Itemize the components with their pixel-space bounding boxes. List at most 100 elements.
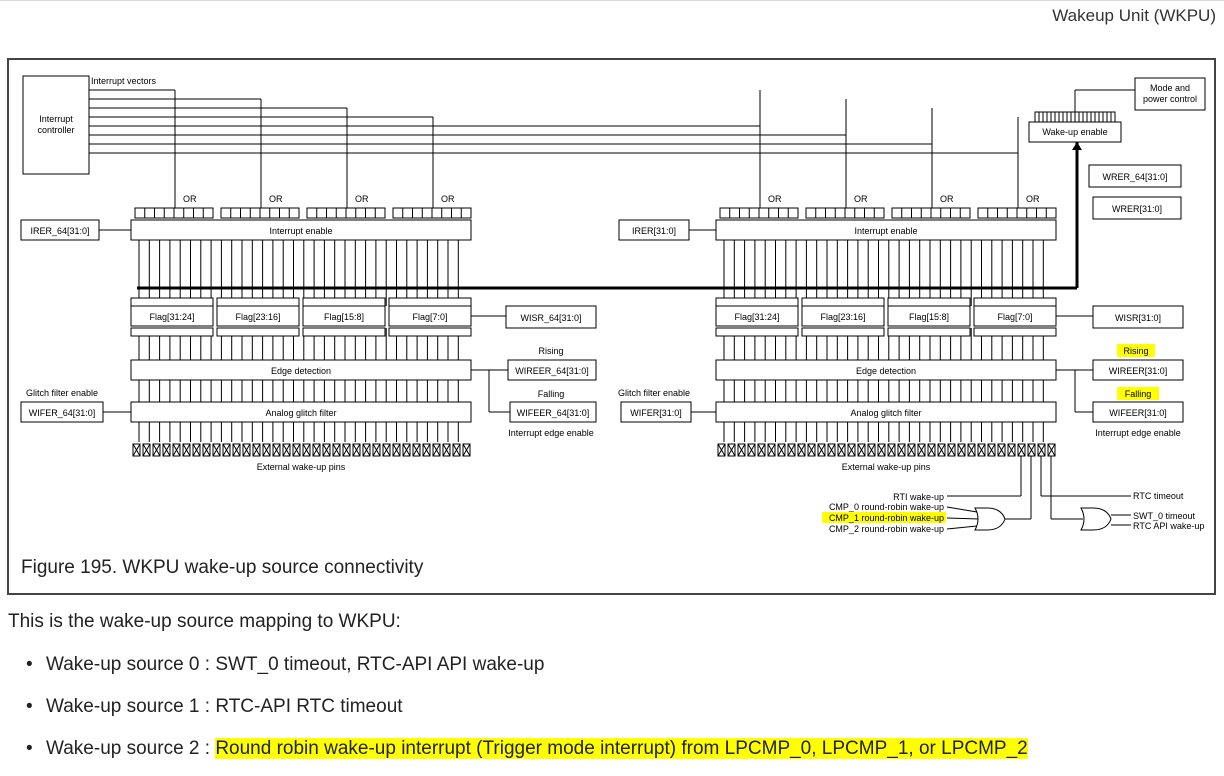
left-pin-cross xyxy=(382,443,391,457)
right-external-pins-label: External wake-up pins xyxy=(842,462,931,472)
cmp-or-gate xyxy=(974,507,1006,531)
right-flag-registers: Flag[31:24]Flag[23:16]Flag[15:8]Flag[7:0… xyxy=(715,297,1057,337)
left-pin-cross xyxy=(312,443,321,457)
left-pin-cross xyxy=(152,443,161,457)
cmp1-wire xyxy=(946,517,980,520)
left-pin-cross xyxy=(132,443,141,457)
right-flag-bus xyxy=(715,297,799,307)
right-pin-cross xyxy=(797,443,806,457)
wifeer64-box xyxy=(509,401,597,423)
right-pin-cross xyxy=(837,443,846,457)
right-analog-glitch-filter-box xyxy=(715,401,1057,423)
right-flag-bus xyxy=(973,297,1057,307)
right-pin-cross xyxy=(957,443,966,457)
left-pin-cross xyxy=(142,443,151,457)
right-flag-label: Flag[23:16] xyxy=(820,312,865,322)
list-item: •Wake-up source 2 : Round robin wake-up … xyxy=(26,734,1028,776)
left-flag-bus xyxy=(130,327,214,337)
left-rising-label: Rising xyxy=(538,346,563,356)
left-pin-cross xyxy=(252,443,261,457)
left-interrupt-enable-label: Interrupt enable xyxy=(269,226,332,236)
irer-box xyxy=(618,219,690,241)
wisr-label: WISR[31:0] xyxy=(1115,313,1161,323)
left-flag-bus xyxy=(216,297,300,307)
cmp1-highlight xyxy=(822,512,946,523)
left-flag-bus xyxy=(216,327,300,337)
right-pin-cross xyxy=(967,443,976,457)
right-pin-cross xyxy=(947,443,956,457)
left-pin-cross xyxy=(452,443,461,457)
wifer-box xyxy=(620,401,692,423)
left-or-label: OR xyxy=(355,194,369,204)
right-pin-cross xyxy=(777,443,786,457)
left-falling-label: Falling xyxy=(538,389,565,399)
left-pin-cross xyxy=(462,443,471,457)
right-pin-cross xyxy=(1037,443,1046,457)
mode-power-control-box xyxy=(1134,77,1206,111)
left-pin-cross xyxy=(262,443,271,457)
right-analog-glitch-filter-label: Analog glitch filter xyxy=(850,408,921,418)
right-or-label: OR xyxy=(854,194,868,204)
left-pin-cross xyxy=(372,443,381,457)
left-external-pins xyxy=(132,443,471,457)
wireer64-box xyxy=(507,359,597,381)
left-pin-cross xyxy=(362,443,371,457)
left-edge-detection-label: Edge detection xyxy=(271,366,331,376)
wisr64-label: WISR_64[31:0] xyxy=(520,313,581,323)
right-flag-bus xyxy=(801,297,885,307)
right-pin-cross xyxy=(817,443,826,457)
left-analog-glitch-filter-box xyxy=(130,401,472,423)
left-external-pins-label: External wake-up pins xyxy=(257,462,346,472)
right-interrupt-edge-enable-label: Interrupt edge enable xyxy=(1095,428,1181,438)
left-pin-cross xyxy=(212,443,221,457)
rti-wakeup-label: RTI wake-up xyxy=(893,492,944,502)
list-item: •Wake-up source 0 : SWT_0 timeout, RTC-A… xyxy=(26,650,1028,692)
left-flag-label: Flag[31:24] xyxy=(149,312,194,322)
cmp0-wire xyxy=(946,506,978,513)
right-flag-bus xyxy=(887,327,971,337)
bullet-prefix: Wake-up source 2 : xyxy=(46,738,216,759)
rising-highlight xyxy=(1117,344,1155,357)
left-pin-cross xyxy=(192,443,201,457)
page-header-title: Wakeup Unit (WKPU) xyxy=(1052,6,1216,25)
left-glitch-filter-enable-label: Glitch filter enable xyxy=(26,388,98,398)
right-pin-cross xyxy=(717,443,726,457)
left-pin-cross xyxy=(202,443,211,457)
left-flag-bus xyxy=(302,297,386,307)
left-pin-cross xyxy=(412,443,421,457)
right-glitch-filter-enable-label: Glitch filter enable xyxy=(618,388,690,398)
left-flag-registers: Flag[31:24]Flag[23:16]Flag[15:8]Flag[7:0… xyxy=(130,297,472,337)
wifer64-box xyxy=(20,401,104,423)
wrer64-box xyxy=(1088,164,1182,188)
swt0-timeout-label: SWT_0 timeout xyxy=(1133,511,1196,521)
left-pin-cross xyxy=(282,443,291,457)
right-pin-cross xyxy=(987,443,996,457)
left-pin-cross xyxy=(232,443,241,457)
right-pin-cross xyxy=(847,443,856,457)
bullet-text: RTC-API RTC timeout xyxy=(215,696,403,717)
interrupt-vectors-label: Interrupt vectors xyxy=(91,76,157,86)
bullet-icon: • xyxy=(26,738,33,759)
right-or-label: OR xyxy=(1026,194,1040,204)
list-item: •Wake-up source 1 : RTC-API RTC timeout xyxy=(26,692,1028,734)
wakeup-arrow-icon xyxy=(1072,142,1082,150)
cmp2-wire xyxy=(946,525,978,530)
bullet-text: SWT_0 timeout, RTC-API API wake-up xyxy=(215,654,545,675)
right-flag-bus xyxy=(973,327,1057,337)
right-pin-cross xyxy=(917,443,926,457)
falling-highlight xyxy=(1117,387,1159,400)
wisr-box xyxy=(1092,305,1184,329)
left-flag-bus xyxy=(388,297,472,307)
rtc-or-gate xyxy=(1080,507,1112,531)
left-or-label: OR xyxy=(269,194,283,204)
right-pin-cross xyxy=(937,443,946,457)
right-pin-cross xyxy=(887,443,896,457)
bullet-prefix: Wake-up source 0 : xyxy=(46,654,216,675)
interrupt-controller-box xyxy=(22,75,90,175)
right-pin-cross xyxy=(827,443,836,457)
